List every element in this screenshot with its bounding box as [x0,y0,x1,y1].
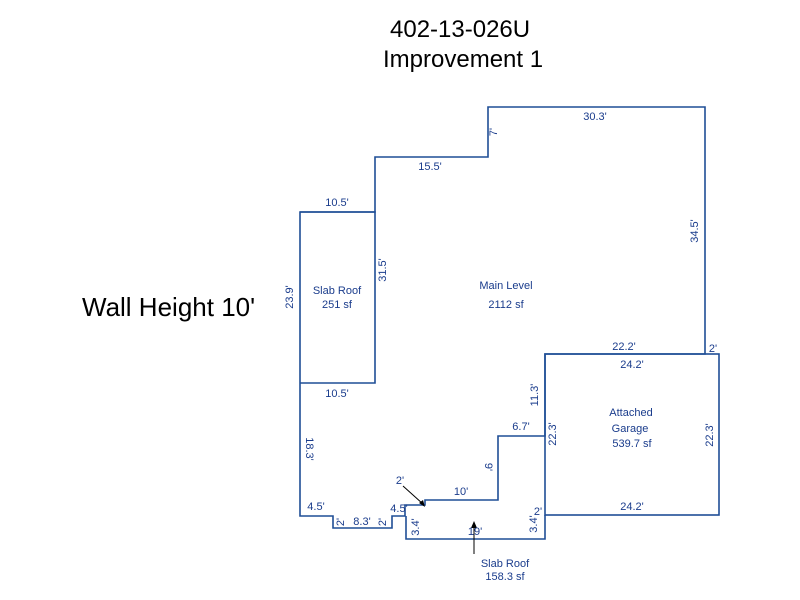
dim-bottom-left-a: 4.5' [307,501,324,513]
dim-slab-right: 31.5' [377,258,389,282]
dim-bottom-left-e: 4.5' [390,503,407,515]
dim-notch-side: 9' [482,463,494,471]
dim-bottom-left-c: 2' [335,518,347,526]
improvement-title: Improvement 1 [383,46,544,73]
slab-arrow-icon [471,521,477,528]
dim-slab2-left: 3.4' [410,518,422,535]
slab-roof-bottom-label: Slab Roof [481,558,530,570]
dim-upper-mid: 15.5' [418,161,442,173]
dim-bottom-left-b: 8.3' [353,516,370,528]
dim-garage-right: 22.3' [704,423,716,447]
dim-garage-left-upper: 11.3' [529,384,541,407]
slab-roof-bottom-area: 158.3 sf [485,571,525,583]
main-level-label: Main Level [479,280,532,292]
slab-roof-bottom-outline [405,515,546,540]
slab-roof-left-area: 251 sf [322,299,353,311]
dim-slab-left: 23.9' [284,285,296,309]
dim-slab2-bottom: 19' [468,526,482,538]
dim-left-lower: 18.3' [303,437,315,461]
main-level-area: 2112 sf [488,299,524,311]
dim-slab2-corner: 2' [534,506,542,518]
dim-notch-top: 6.7' [512,421,529,433]
slab-roof-left-label: Slab Roof [313,285,362,297]
main-level-outline [299,106,706,529]
wall-height-label: Wall Height 10' [82,292,256,322]
dim-top-right: 30.3' [583,111,607,123]
dim-notch-bottom: 10' [454,486,468,498]
garage-label-line2: Garage [612,423,649,435]
garage-label-line1: Attached [609,407,652,419]
notch-pointer-line [402,485,424,505]
dim-slab2-right: 3.4' [528,515,540,532]
garage-area: 539.7 sf [612,438,652,450]
slab-roof-left-outline [300,211,376,384]
dim-garage-bottom: 24.2' [620,501,644,513]
notch-arrow-icon [419,500,425,507]
dim-slab-bottom: 10.5' [325,388,349,400]
dim-notch-small: 2' [396,475,404,487]
dim-slab-top: 10.5' [325,197,349,209]
dim-garage-top-outer: 22.2' [612,341,636,353]
dim-garage-corner: 2' [709,343,717,355]
parcel-id-title: 402-13-026U [390,16,531,43]
dim-garage-left: 22.3' [547,422,559,446]
dim-right-side: 34.5' [689,219,701,243]
dim-bottom-left-d: 2' [377,518,389,526]
dim-step-top: 7' [488,128,500,136]
dim-garage-top-inner: 24.2' [620,359,644,371]
garage-outline [544,353,720,516]
